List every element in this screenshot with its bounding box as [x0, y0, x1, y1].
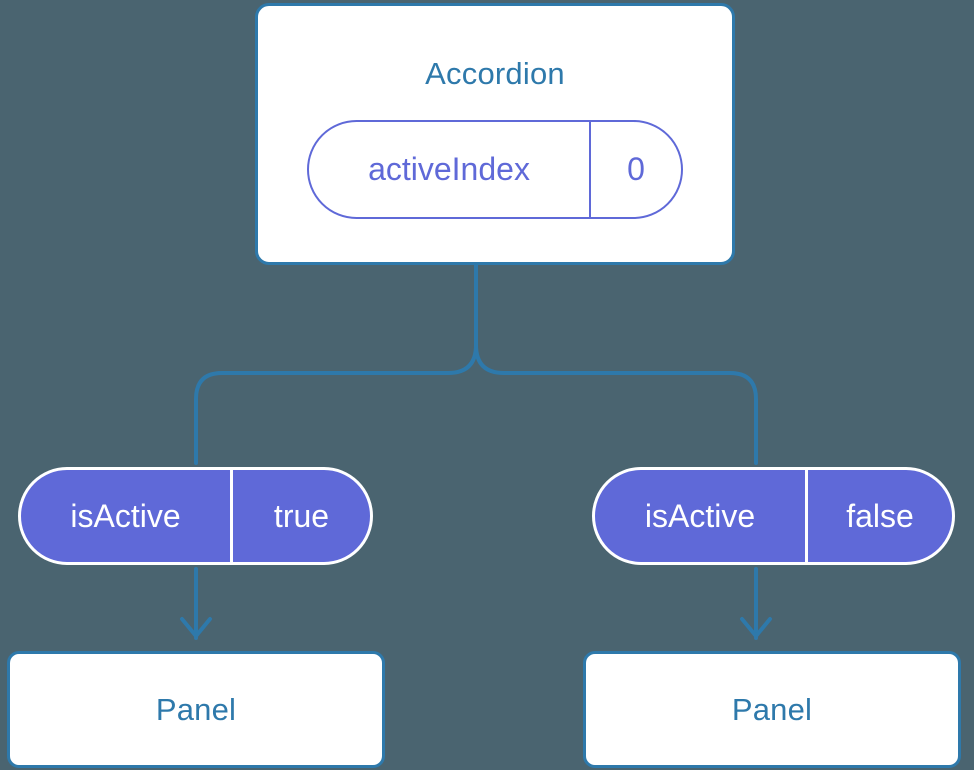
panel-title-left: Panel: [155, 692, 237, 727]
panel-title-right: Panel: [731, 692, 813, 727]
arrow-head-left: [180, 617, 212, 638]
accordion-title: Accordion: [425, 56, 565, 91]
prop-badge-is-active-false[interactable]: isActive false: [592, 467, 955, 565]
prop-key-active-index: activeIndex: [309, 122, 591, 217]
prop-badge-is-active-true[interactable]: isActive true: [18, 467, 373, 565]
node-panel-right[interactable]: Panel: [583, 651, 961, 768]
prop-value-active-index: 0: [627, 151, 645, 187]
arrow-head-right: [740, 617, 772, 638]
connector-trunk-right: [474, 263, 758, 465]
prop-key-is-active-left: isActive: [21, 470, 233, 562]
node-panel-left[interactable]: Panel: [7, 651, 385, 768]
prop-key-is-active-right: isActive: [595, 470, 808, 562]
prop-badge-active-index[interactable]: activeIndex 0: [307, 120, 683, 219]
connector-trunk-left: [194, 263, 478, 465]
prop-value-is-active-left: true: [273, 497, 330, 534]
prop-value-is-active-right: false: [846, 497, 914, 534]
